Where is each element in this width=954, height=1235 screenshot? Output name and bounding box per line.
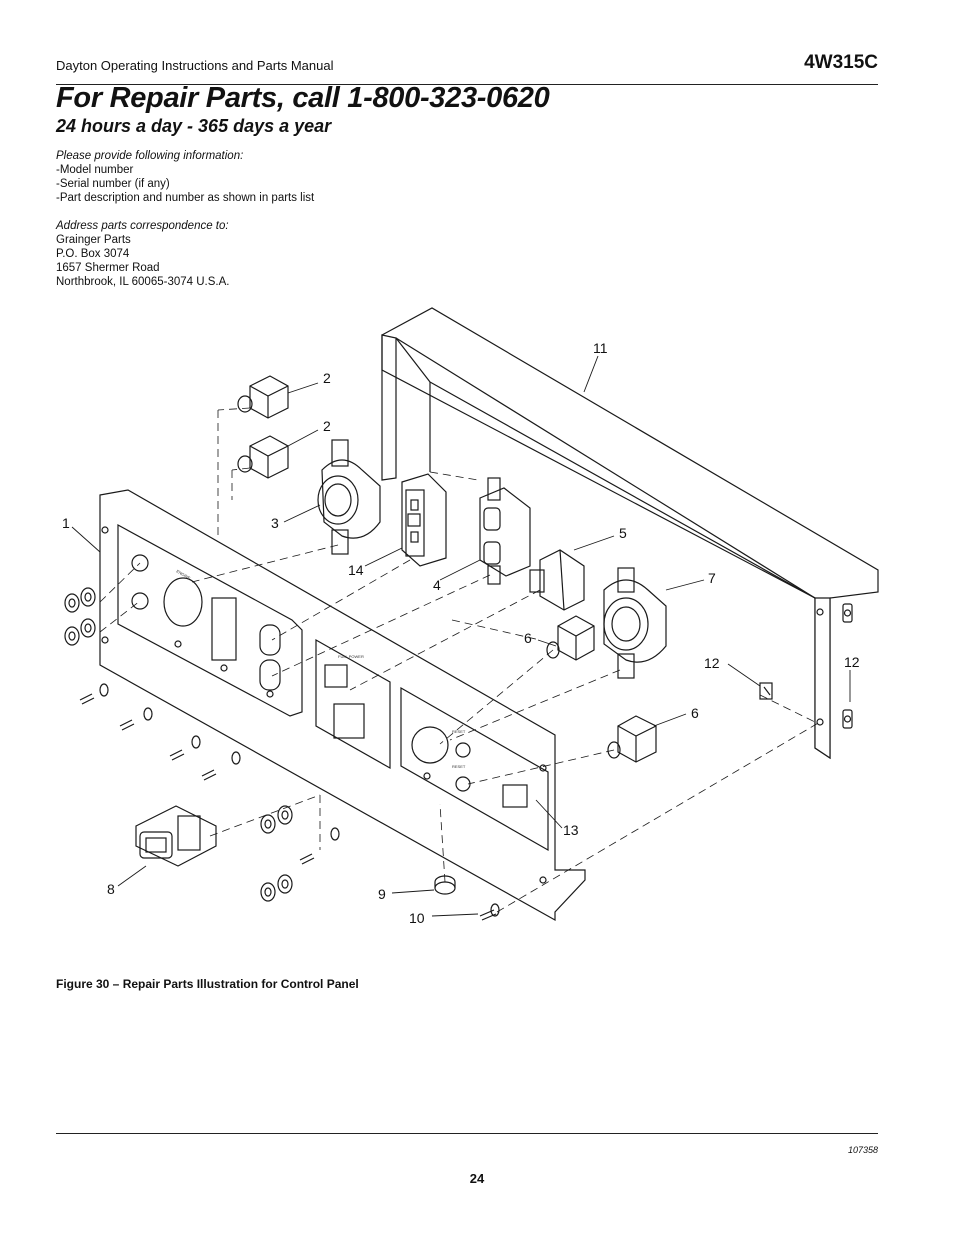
page-subtitle: 24 hours a day - 365 days a year	[56, 116, 332, 136]
callout-10: 10	[409, 910, 425, 926]
page-number: 24	[469, 1171, 485, 1186]
svg-text:RESET: RESET	[452, 764, 466, 769]
callout-6a: 6	[524, 630, 532, 646]
leader-lines	[71, 355, 851, 917]
hour-meter-8	[135, 805, 217, 867]
info-prompt: Please provide following information:	[56, 150, 244, 162]
callout-7: 7	[708, 570, 716, 586]
receptacle-twist-lock-7	[603, 567, 667, 679]
manual-title: Dayton Operating Instructions and Parts …	[56, 58, 334, 73]
callout-2a: 2	[323, 370, 331, 386]
info-block: Please provide following information: -M…	[56, 149, 314, 289]
svg-text:FULL POWER: FULL POWER	[338, 654, 364, 659]
control-panel-diagram: ENGINE FULL POWER RESET RESET 1 2 2 3 4 …	[62, 307, 879, 926]
panel-housing	[381, 307, 879, 760]
callout-labels: 1 2 2 3 4 5 6 6 7 8 9 10 11 12 12 13 14	[62, 340, 860, 926]
document-number: 107358	[847, 1145, 878, 1155]
address-line: Northbrook, IL 60065-3074 U.S.A.	[56, 276, 230, 288]
address-line: Grainger Parts	[56, 234, 131, 246]
info-item: -Part description and number as shown in…	[56, 192, 315, 204]
washers-lower	[260, 805, 293, 902]
washers-left	[64, 587, 96, 646]
circuit-breaker-6a	[546, 615, 595, 661]
screws	[79, 683, 340, 865]
address-line: 1657 Shermer Road	[56, 262, 160, 274]
gfci-receptacle-14	[401, 473, 447, 567]
callout-11: 11	[593, 340, 608, 356]
assembly-lines	[99, 407, 821, 913]
model-number: 4W315C	[804, 52, 878, 73]
figure-caption: Figure 30 – Repair Parts Illustration fo…	[56, 977, 359, 991]
address-line: P.O. Box 3074	[56, 248, 130, 260]
header-rule	[56, 84, 878, 85]
clip-12	[759, 682, 773, 700]
circuit-breaker-2b	[237, 435, 289, 479]
screw-10	[479, 903, 500, 921]
callout-1: 1	[62, 515, 70, 531]
callout-12b: 12	[844, 654, 860, 670]
callout-2b: 2	[323, 418, 331, 434]
receptacle-twist-lock-3	[317, 439, 381, 555]
address-prompt: Address parts correspondence to:	[56, 220, 229, 232]
callout-9: 9	[378, 886, 386, 902]
footer-rule	[56, 1133, 878, 1134]
callout-8: 8	[107, 881, 115, 897]
duplex-receptacle-4	[479, 477, 531, 585]
callout-6b: 6	[691, 705, 699, 721]
callout-3: 3	[271, 515, 279, 531]
circuit-breaker-6b	[607, 715, 657, 763]
svg-text:RESET: RESET	[452, 729, 466, 734]
callout-12a: 12	[704, 655, 720, 671]
page-title: For Repair Parts, call 1-800-323-0620	[56, 82, 550, 114]
circuit-breaker-2a	[237, 375, 289, 419]
switch-5	[529, 549, 585, 611]
faceplate	[99, 489, 586, 922]
callout-13: 13	[563, 822, 579, 838]
callout-5: 5	[619, 525, 627, 541]
info-item: -Model number	[56, 164, 134, 176]
info-item: -Serial number (if any)	[56, 178, 170, 190]
callout-4: 4	[433, 577, 441, 593]
callout-14: 14	[348, 562, 364, 578]
